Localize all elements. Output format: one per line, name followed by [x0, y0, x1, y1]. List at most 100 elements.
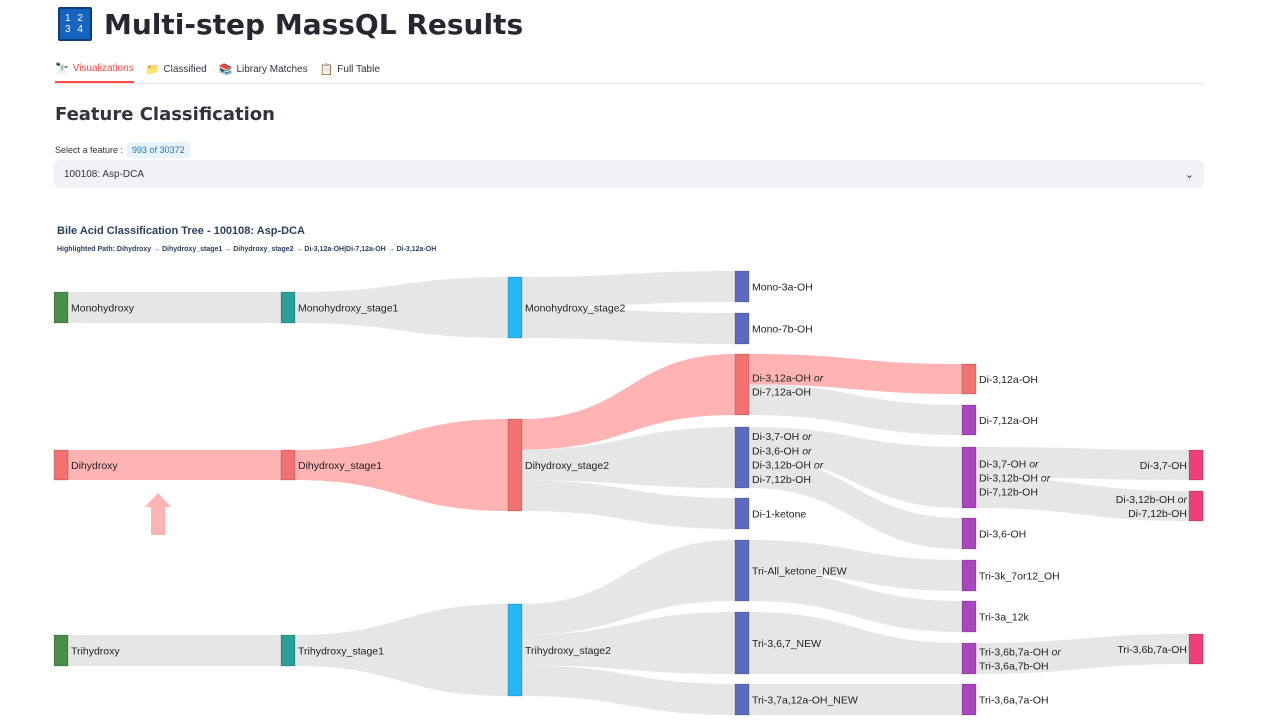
- sankey-node-label: Di-3,6-OH: [979, 529, 1026, 541]
- feature-select-value: 100108: Asp-DCA: [64, 168, 145, 180]
- folder-icon: 📁: [145, 63, 160, 76]
- sankey-node-mono1[interactable]: [280, 291, 296, 324]
- sankey-node-label: Trihydroxy: [71, 646, 120, 658]
- sankey-link-d37b-d312b: [976, 477, 1189, 521]
- sankey-node-m3a[interactable]: [734, 270, 750, 303]
- sankey-node-label: Tri-3k_7or12_OH: [979, 571, 1060, 583]
- clipboard-icon: 📋: [319, 63, 334, 76]
- section-title: Feature Classification: [55, 104, 275, 125]
- sankey-node-t36a[interactable]: [961, 683, 977, 716]
- sankey-node-tri1[interactable]: [280, 634, 296, 667]
- tab-full-table[interactable]: 📋 Full Table: [320, 56, 380, 82]
- sankey-node-label: Di-3,7-OH: [1140, 460, 1187, 472]
- tab-label: Classified: [163, 63, 207, 75]
- sankey-node-d712[interactable]: [961, 404, 977, 436]
- feature-select-label: Select a feature : 993 of 30372: [55, 142, 190, 158]
- sankey-node-label: Tri-3,6,7_NEW: [752, 638, 821, 650]
- arrow-up-icon: [145, 493, 171, 535]
- sankey-node-label: Di-3,7-OH or: [979, 458, 1039, 470]
- sankey-link-tri2-tak: [522, 540, 735, 635]
- sankey-node-tri2[interactable]: [507, 603, 523, 697]
- tab-visualizations[interactable]: 🔭 Visualizations: [55, 56, 134, 83]
- sankey-link-tri2-t367: [522, 612, 735, 674]
- sankey-link-di1-di2: [295, 419, 508, 511]
- sankey-node-mono2[interactable]: [507, 276, 523, 339]
- tab-library-matches[interactable]: 📚 Library Matches: [219, 56, 308, 82]
- sankey-node-d312or[interactable]: [734, 353, 750, 416]
- sankey-node-di1[interactable]: [280, 449, 296, 481]
- sankey-link-d312or-d712: [749, 384, 962, 435]
- books-icon: 📚: [218, 63, 233, 76]
- sankey-node-label: Dihydroxy_stage1: [298, 460, 382, 472]
- sankey-node-label: Tri-3,6a,7a-OH: [979, 695, 1049, 707]
- sankey-node-label: Mono-3a-OH: [752, 282, 813, 294]
- sankey-node-d312b[interactable]: [1188, 490, 1204, 522]
- sankey-node-label: Tri-3,6b,7a-OH: [1117, 644, 1187, 656]
- sankey-node-label: Di-1-ketone: [752, 509, 806, 521]
- sankey-node-d36[interactable]: [961, 517, 977, 550]
- sankey-node-t3a12k[interactable]: [961, 600, 977, 633]
- sankey-link-mono2-m3a: [522, 271, 735, 308]
- sankey-node-label: Di-3,12a-OH or: [752, 372, 824, 384]
- feature-count-badge: 993 of 30372: [127, 142, 190, 158]
- sankey-node-t3k[interactable]: [961, 559, 977, 592]
- sankey-node-label: Tri-3a_12k: [979, 612, 1030, 624]
- sankey-node-label: Di-7,12a-OH: [752, 387, 811, 399]
- sankey-link-di2-d37grp: [522, 427, 735, 488]
- sankey-node-di[interactable]: [53, 449, 69, 481]
- sankey-link-tri2-t3712: [522, 665, 735, 715]
- sankey-link-t367-t36b: [749, 612, 962, 674]
- sankey-node-d312[interactable]: [961, 363, 977, 395]
- sankey-node-label: Trihydroxy_stage2: [525, 645, 611, 657]
- sankey-link-tak-t3k: [749, 540, 962, 591]
- tab-label: Visualizations: [72, 63, 134, 74]
- sankey-link-t3712-t36a: [749, 684, 962, 715]
- tab-classified[interactable]: 📁 Classified: [146, 56, 207, 82]
- numbers-logo-icon: 1 2 3 4: [58, 7, 92, 41]
- sankey-node-t367[interactable]: [734, 611, 750, 675]
- sankey-link-d37b-d37: [976, 447, 1189, 480]
- chevron-down-icon[interactable]: ⌄: [1184, 168, 1194, 181]
- sankey-node-m7b[interactable]: [734, 312, 750, 345]
- sankey-node-label: Di-7,12b-OH: [1128, 508, 1187, 520]
- sankey-node-label: Di-3,7-OH or: [752, 431, 812, 443]
- telescope-icon: 🔭: [55, 63, 69, 75]
- sankey-node-t36b[interactable]: [961, 642, 977, 675]
- sankey-node-label: Dihydroxy: [71, 460, 118, 472]
- sankey-link-tri-tri1: [68, 635, 281, 666]
- sankey-node-label: Monohydroxy_stage2: [525, 303, 626, 315]
- sankey-node-label: Tri-3,6a,7b-OH: [979, 661, 1049, 673]
- sankey-node-tri[interactable]: [53, 634, 69, 667]
- sankey-link-d37grp-d37b: [749, 427, 962, 508]
- sankey-node-di2[interactable]: [507, 418, 523, 512]
- sankey-link-di2-d1k: [522, 480, 735, 529]
- tab-bar: 🔭 Visualizations 📁 Classified 📚 Library …: [55, 56, 1204, 84]
- sankey-link-tri1-tri2: [295, 604, 508, 696]
- page-header: 1 2 3 4 Multi-step MassQL Results: [58, 6, 523, 42]
- sankey-node-d37[interactable]: [1188, 449, 1204, 481]
- sankey-node-d37grp[interactable]: [734, 426, 750, 489]
- sankey-link-mono-mono1: [68, 292, 281, 323]
- sankey-node-mono[interactable]: [53, 291, 69, 324]
- sankey-node-label: Di-7,12a-OH: [979, 415, 1038, 427]
- sankey-node-label: Dihydroxy_stage2: [525, 460, 609, 472]
- sankey-node-tak[interactable]: [734, 539, 750, 602]
- sankey-node-t3712[interactable]: [734, 683, 750, 716]
- sankey-node-d37b[interactable]: [961, 446, 977, 509]
- sankey-node-label: Di-7,12b-OH: [979, 487, 1038, 499]
- sankey-node-label: Monohydroxy: [71, 303, 135, 315]
- sankey-node-d1k[interactable]: [734, 497, 750, 530]
- sankey-node-label: Di-3,12b-OH or: [752, 460, 824, 472]
- feature-select[interactable]: 100108: Asp-DCA ⌄: [54, 160, 1204, 188]
- tab-label: Full Table: [337, 63, 380, 75]
- sankey-node-label: Di-3,12b-OH or: [1116, 494, 1188, 506]
- chart-subtitle: Highlighted Path: Dihydroxy → Dihydroxy_…: [57, 246, 437, 253]
- sankey-node-t36b7a[interactable]: [1188, 633, 1204, 665]
- sankey-node-label: Di-3,6-OH or: [752, 445, 812, 457]
- sankey-link-d37grp-d36: [749, 457, 962, 549]
- sankey-node-label: Tri-3,7a,12a-OH_NEW: [752, 695, 858, 707]
- sankey-node-label: Mono-7b-OH: [752, 324, 813, 336]
- sankey-node-label: Monohydroxy_stage1: [298, 303, 399, 315]
